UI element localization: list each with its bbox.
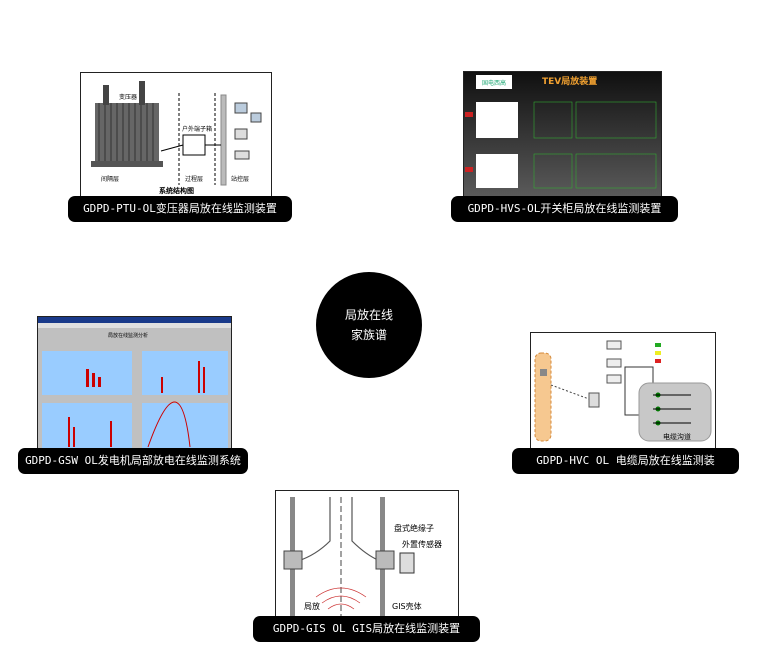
- pd-label: 局放: [304, 601, 320, 611]
- hvs-screen-title: TEV局放装置: [542, 75, 597, 87]
- hvs-logo: 国电西高: [482, 79, 506, 87]
- zone-label-3: 站控层: [231, 175, 249, 183]
- hub-line-1: 局放在线: [344, 308, 393, 322]
- transformer-monitor-image: 变压器 户外端子箱 间隔层 过程层 站控层 系统结构图: [80, 72, 272, 208]
- zone-label-1: 间隔层: [101, 175, 119, 183]
- shell-label: GIS壳体: [392, 601, 422, 611]
- product-label-ptu: GDPD-PTU-OL变压器局放在线监测装置: [68, 196, 292, 222]
- product-label-hvs: GDPD-HVS-OL开关柜局放在线监测装置: [451, 196, 678, 222]
- hub-line-2: 家族谱: [350, 328, 387, 342]
- cabinet-label: 户外端子箱: [182, 125, 212, 133]
- gis-monitor-image: 盘式绝缘子 外置传感器 局放 GIS壳体: [275, 490, 459, 632]
- sensor-label: 外置传感器: [402, 539, 442, 549]
- product-label-gsw: GDPD-GSW OL发电机局部放电在线监测系统: [18, 448, 248, 474]
- product-label-hvc: GDPD-HVC OL 电缆局放在线监测装: [512, 448, 739, 474]
- cable-monitor-image: 电缆沟道: [530, 332, 716, 450]
- gsw-screen-title: 局放在线监测分析: [108, 332, 148, 339]
- switchgear-monitor-image: 国电西高 TEV局放装置: [463, 71, 662, 197]
- cable-trench-label: 电缆沟道: [663, 432, 691, 441]
- transformer-label: 变压器: [119, 93, 137, 101]
- insulator-label: 盘式绝缘子: [394, 523, 434, 533]
- family-tree-hub: 局放在线 家族谱: [316, 272, 422, 378]
- zone-label-2: 过程层: [185, 175, 203, 183]
- diagram-title: 系统结构图: [159, 186, 194, 195]
- product-label-gis: GDPD-GIS OL GIS局放在线监测装置: [253, 616, 480, 642]
- generator-monitor-image: 局放在线监测分析: [37, 316, 232, 454]
